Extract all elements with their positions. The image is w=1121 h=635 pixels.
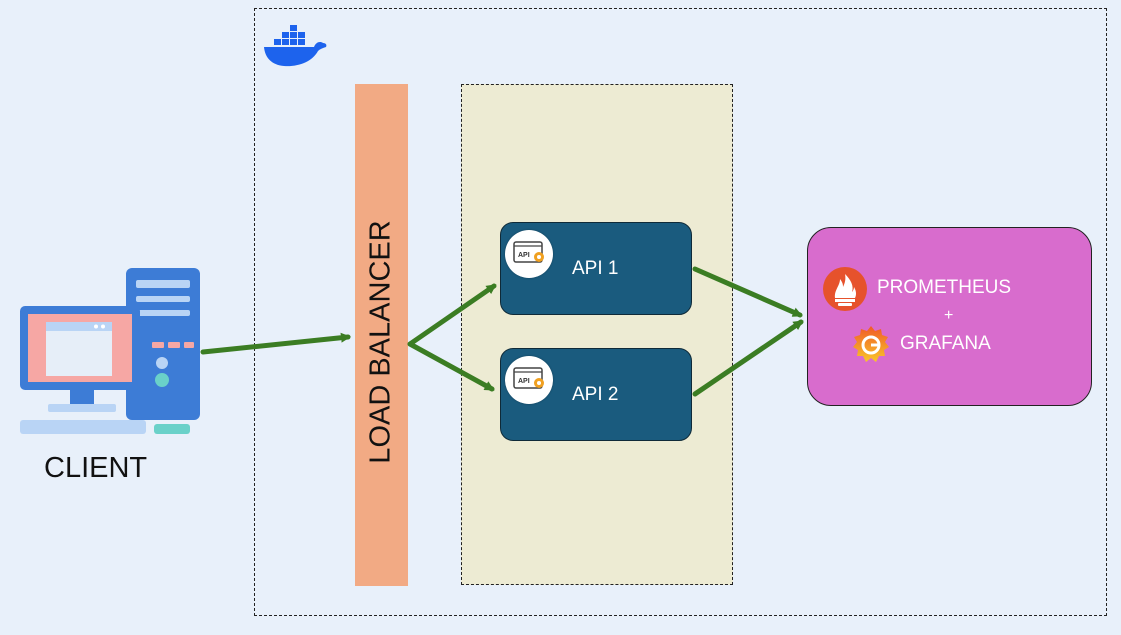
load-balancer-bar	[355, 84, 408, 586]
monitoring-box	[807, 227, 1092, 406]
api-2-label: API 2	[572, 384, 619, 405]
arrow-lb-to-api1	[407, 283, 497, 347]
api-group-frame	[461, 84, 733, 585]
arrow-client-to-lb	[200, 332, 351, 355]
prometheus-label: PROMETHEUS	[877, 277, 1012, 298]
plus-label: +	[944, 307, 954, 324]
docker-container-frame	[254, 8, 1107, 616]
api-icon-text: API	[518, 252, 530, 259]
api-gear-icon: API	[505, 230, 553, 278]
client-label: CLIENT	[44, 452, 148, 484]
desktop-computer-icon	[20, 268, 200, 434]
api-1-label: API 1	[572, 258, 619, 279]
api-icon-text: API	[518, 378, 530, 385]
arrow-api2-to-monitoring	[692, 319, 804, 397]
grafana-icon	[853, 326, 889, 362]
arrow-api1-to-monitoring	[692, 266, 803, 318]
docker-icon	[264, 25, 327, 67]
grafana-label: GRAFANA	[900, 333, 991, 354]
arrow-lb-to-api2	[407, 341, 495, 392]
api-gear-icon: API	[505, 356, 553, 404]
prometheus-icon	[823, 267, 867, 311]
